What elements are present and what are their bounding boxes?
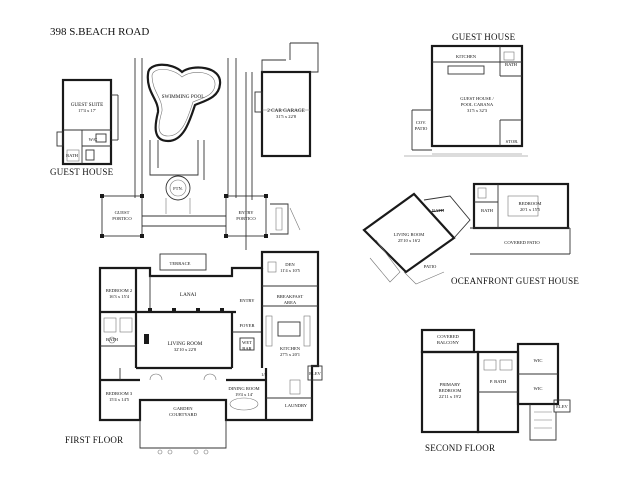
garage-name: 2 CAR GARAGE: [267, 108, 304, 114]
primary-bedroom-line1: PRIMARY: [440, 382, 461, 387]
section-label-second-floor: SECOND FLOOR: [425, 443, 495, 453]
oceanfront-plan: [362, 182, 571, 285]
covered-balcony-line1: COVERED: [437, 334, 459, 339]
section-label-oceanfront: OCEANFRONT GUEST HOUSE: [451, 276, 579, 286]
bedroom3-name: BEDROOM 3: [106, 391, 133, 396]
entry-label: ENTRY: [239, 298, 255, 303]
elev2-label: ELEV: [556, 404, 568, 409]
swimming-pool-label: SWIMMING POOL: [162, 94, 205, 100]
wic-upper-label: WIC: [534, 358, 543, 363]
breakfast-line2: AREA: [284, 300, 297, 305]
bedroom2-dim: 16'3 x 15'4: [109, 294, 130, 299]
cabana-dim: 31'5 x 32'3: [467, 108, 488, 113]
pool-cabana-plan: [404, 44, 528, 157]
garden-line2: COURTYARD: [169, 412, 197, 417]
section-label-guest-house-left: GUEST HOUSE: [50, 167, 114, 177]
living-room-dim: 32'10 x 22'8: [174, 347, 197, 352]
living-room-name: LIVING ROOM: [168, 341, 203, 347]
dining-dim: 19'4 x 14': [235, 392, 253, 397]
guest-suite-wc: W/C: [89, 137, 98, 142]
lanai-label: LANAI: [180, 292, 196, 298]
fountain-label: FTN.: [173, 186, 183, 191]
foyer-label: FOYER: [239, 323, 255, 328]
den-name: DEN: [285, 262, 295, 267]
bedroom3-dim: 15'4 x 14'5: [109, 397, 130, 402]
bedroom2-bath: BATH: [106, 337, 119, 342]
wic-lower-label: WIC: [534, 386, 543, 391]
primary-bedroom-dim: 22'11 x 19'2: [439, 394, 462, 399]
wet-bar-line1: WET: [242, 340, 252, 345]
kitchen-name: KITCHEN: [280, 346, 301, 351]
oceanfront-bedroom-name: BEDROOM: [519, 201, 542, 206]
cabana-line2: POOL CABANA: [461, 102, 494, 107]
oceanfront-covered-patio: COVERED PATIO: [504, 240, 540, 245]
garden-line1: GARDEN: [173, 406, 193, 411]
wet-bar-line2: BAR: [242, 346, 252, 351]
guest-suite-bath: BATH: [66, 153, 79, 158]
section-label-guest-house-top: GUEST HOUSE: [452, 32, 516, 42]
oceanfront-bath: BATH: [481, 208, 494, 213]
oceanfront-bedroom-dim: 20'1 x 15'5: [520, 207, 541, 212]
entry-portico-line1: ENTRY: [238, 210, 254, 215]
guest-portico-line2: PORTICO: [112, 216, 132, 221]
kitchen-dim: 27'5 x 20'1: [280, 352, 301, 357]
section-label-first-floor: FIRST FLOOR: [65, 435, 123, 445]
covered-balcony-line2: BALCONY: [437, 340, 460, 345]
guest-suite-dim: 17'4 x 17': [78, 108, 96, 113]
guest-suite-name: GUEST SUITE: [71, 102, 104, 108]
cabana-cov-patio-line2: PATIO: [415, 126, 428, 131]
cabana-bath-label: BATH: [505, 62, 518, 67]
elev-label: ELEV: [309, 371, 321, 376]
terrace-label: TERRACE: [170, 261, 191, 266]
oceanfront-living-name: LIVING ROOM: [394, 232, 425, 237]
cabana-kitchen-label: KITCHEN: [456, 54, 477, 59]
guest-portico-line1: GUEST: [115, 210, 130, 215]
dining-name: DINING ROOM: [228, 386, 259, 391]
second-floor-plan: [420, 328, 571, 441]
first-floor-plan: [98, 250, 323, 455]
oceanfront-patio: PATIO: [424, 264, 437, 269]
entry-portico-line2: PORTICO: [236, 216, 256, 221]
bedroom2-name: BEDROOM 2: [106, 288, 133, 293]
porticos: [100, 194, 301, 271]
laundry-label: LAUNDRY: [285, 403, 308, 408]
p-bath-label: P. BATH: [490, 379, 507, 384]
half-bath-label: 1/2: [261, 372, 268, 377]
main-house-site: [134, 42, 319, 250]
plan-title: 398 S.BEACH ROAD: [50, 26, 149, 38]
breakfast-line1: BREAKFAST: [277, 294, 304, 299]
guest-house-left-plan: [56, 78, 119, 166]
garage-dim: 31'5 x 22'8: [276, 114, 297, 119]
primary-bedroom-line2: BEDROOM: [439, 388, 462, 393]
cabana-stor-label: STOR.: [506, 139, 519, 144]
oceanfront-bath-small: BATH: [432, 208, 445, 213]
cabana-line1: GUEST HOUSE /: [460, 96, 494, 101]
cabana-cov-patio-line1: COV.: [416, 120, 426, 125]
den-dim: 11'4 x 10'5: [280, 268, 301, 273]
oceanfront-living-dim: 25'10 x 16'2: [398, 238, 421, 243]
